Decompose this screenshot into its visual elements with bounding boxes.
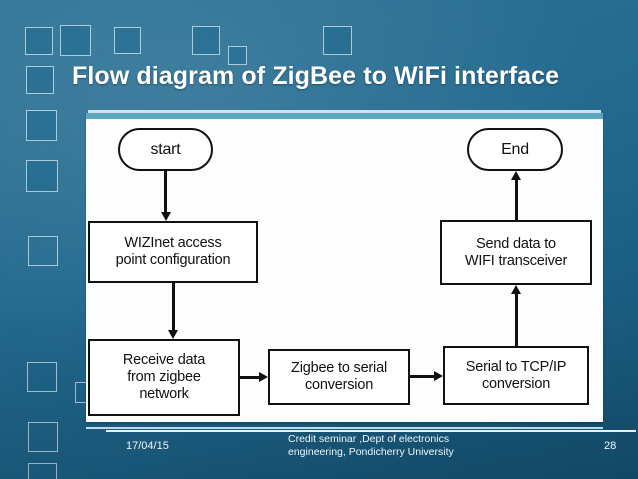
- deco-square-10: [28, 236, 58, 266]
- flow-edge-zb2ser-to-ser2tcp-arrowhead: [434, 371, 443, 381]
- flow-node-label: End: [501, 141, 529, 158]
- footer-page-number: 28: [604, 440, 617, 452]
- flow-edge-start-to-wizinet-arrowhead: [160, 212, 171, 221]
- flow-node-label: start: [150, 141, 181, 158]
- image-bottom-accent-line: [86, 427, 603, 429]
- deco-square-2: [60, 25, 91, 56]
- deco-square-14: [28, 463, 57, 479]
- deco-square-1: [25, 27, 53, 55]
- flow-edge-senddata-to-end-arrowhead: [511, 171, 521, 180]
- image-top-accent-bar: [86, 113, 603, 119]
- flow-edge-senddata-to-end: [514, 178, 518, 220]
- footer-date: 17/04/15: [126, 440, 169, 452]
- flow-edge-ser2tcp-to-senddata: [514, 292, 518, 346]
- footer-credit: Credit seminar ,Dept of electronics engi…: [288, 433, 528, 459]
- flow-edge-ser2tcp-to-senddata-arrowhead: [511, 285, 521, 294]
- deco-square-11: [27, 362, 57, 392]
- title-underline-rule: [88, 110, 601, 113]
- footer-divider: [106, 430, 636, 432]
- deco-square-4: [192, 26, 220, 55]
- flow-edge-start-to-wizinet: [164, 171, 167, 214]
- deco-square-9: [26, 160, 58, 192]
- deco-square-3: [114, 27, 141, 54]
- footer-credit-line-1: Credit seminar ,Dept of electronics: [288, 433, 450, 445]
- flow-edge-receive-to-zb2ser-arrowhead: [259, 372, 268, 382]
- deco-square-5: [228, 46, 247, 65]
- deco-square-8: [26, 110, 57, 141]
- slide-title: Flow diagram of ZigBee to WiFi interface: [72, 62, 560, 90]
- flow-edge-wizinet-to-receive-arrowhead: [168, 330, 178, 339]
- footer-credit-line-2: engineering, Pondicherry University: [288, 446, 454, 458]
- deco-square-7: [26, 66, 54, 94]
- flow-edge-receive-to-zb2ser: [240, 375, 261, 379]
- flow-node-end: End: [467, 128, 563, 171]
- deco-square-13: [28, 422, 58, 452]
- flow-edge-zb2ser-to-ser2tcp: [410, 374, 436, 378]
- flow-edge-wizinet-to-receive: [171, 283, 175, 332]
- deco-square-6: [323, 26, 352, 55]
- flow-node-start: start: [118, 128, 213, 171]
